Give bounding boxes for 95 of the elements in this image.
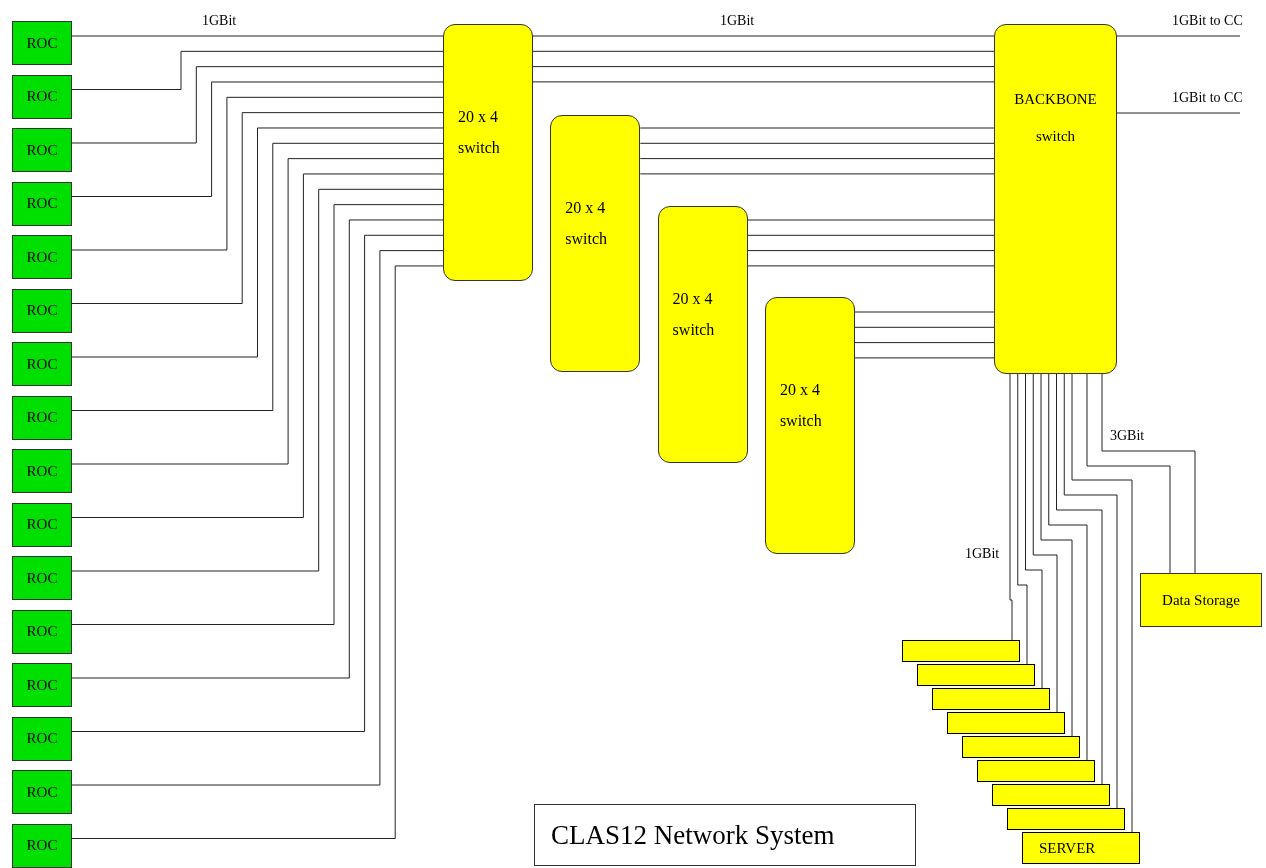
switch-box — [764, 297, 855, 554]
node-label: ROC — [26, 301, 58, 321]
roc-box — [12, 288, 72, 333]
roc-box — [12, 128, 72, 172]
node-label: SERVER — [1039, 838, 1096, 858]
roc-box — [12, 502, 72, 547]
roc-box — [12, 609, 72, 654]
connector-line — [71, 50, 444, 90]
connector-line — [854, 357, 995, 359]
roc-box — [12, 21, 72, 65]
node-label: 20 x 4 switch — [672, 289, 716, 340]
server-box — [932, 688, 1050, 710]
node-label: ROC — [26, 568, 58, 588]
server-box — [917, 664, 1035, 686]
connector-line — [71, 127, 444, 358]
connector-line — [854, 326, 995, 328]
node-label: ROC — [26, 408, 58, 428]
node-label: BACKBONE switch — [1013, 90, 1098, 146]
node-label: ROC — [26, 354, 58, 374]
connector-line — [532, 35, 995, 37]
connector-line — [747, 219, 995, 221]
node-label: ROC — [26, 140, 58, 160]
connector-line — [1071, 373, 1133, 833]
roc-box — [12, 74, 72, 119]
connector-line — [71, 96, 444, 251]
server-box — [962, 736, 1080, 758]
connector-line — [1056, 373, 1103, 785]
roc-box — [12, 663, 72, 707]
connector-line — [71, 158, 444, 465]
roc-box — [12, 449, 72, 493]
connector-line — [71, 142, 444, 411]
server-box — [902, 640, 1020, 662]
connector-line — [1116, 112, 1241, 114]
connector-line — [1040, 373, 1073, 737]
node-label: ROC — [26, 33, 58, 53]
connector-line — [532, 50, 995, 52]
connector-line — [747, 265, 995, 267]
connector-line — [639, 158, 995, 160]
connector-line — [71, 35, 444, 37]
roc-box — [12, 342, 72, 386]
backbone-switch-box — [994, 24, 1117, 374]
connector-line — [1101, 373, 1196, 574]
connector-line — [1025, 373, 1043, 689]
connector-line — [1063, 373, 1118, 809]
connector-line — [71, 188, 444, 572]
node-label: ROC — [26, 194, 58, 214]
roc-box — [12, 395, 72, 440]
connector-line — [1032, 373, 1058, 713]
connector-line — [854, 342, 995, 344]
server-box — [977, 760, 1095, 782]
connector-line — [532, 66, 995, 68]
switch-box — [550, 115, 641, 372]
roc-box — [12, 770, 72, 814]
roc-box — [12, 181, 72, 226]
roc-box — [12, 235, 72, 279]
server-box — [1007, 808, 1125, 830]
node-label: ROC — [26, 836, 58, 856]
connector-line — [1009, 373, 1013, 641]
connector-line — [71, 66, 444, 144]
server-box — [947, 712, 1065, 734]
connector-line — [1048, 373, 1088, 761]
node-label: ROC — [26, 87, 58, 107]
connector-line — [747, 234, 995, 236]
connector-line — [639, 142, 995, 144]
node-label: 20 x 4 switch — [779, 380, 823, 431]
server-box — [992, 784, 1110, 806]
connector-line — [1086, 373, 1171, 574]
node-label: ROC — [26, 515, 58, 535]
connector-line — [854, 311, 995, 313]
diagram-title: CLAS12 Network System — [534, 804, 916, 866]
connector-line — [1116, 35, 1241, 37]
connector-line — [71, 173, 444, 518]
roc-box — [12, 716, 72, 761]
node-label: Data Storage — [1162, 590, 1240, 610]
connector-line — [639, 127, 995, 129]
connector-line — [532, 81, 995, 83]
connector-line — [71, 112, 444, 304]
node-label: 20 x 4 switch — [458, 107, 501, 158]
connector-line — [747, 250, 995, 252]
switch-box — [443, 24, 533, 281]
roc-box — [12, 556, 72, 600]
connector-line — [639, 173, 995, 175]
server-box — [1022, 832, 1140, 864]
node-label: ROC — [26, 622, 58, 642]
node-label: ROC — [26, 461, 58, 481]
node-label: ROC — [26, 247, 58, 267]
node-label: 20 x 4 switch — [565, 198, 609, 249]
roc-box — [12, 823, 72, 868]
node-label: ROC — [26, 675, 58, 695]
connector-line — [1017, 373, 1028, 665]
data-storage-box — [1140, 573, 1262, 627]
node-label: ROC — [26, 782, 58, 802]
switch-box — [657, 206, 748, 463]
connector-line — [71, 81, 444, 197]
node-label: ROC — [26, 729, 58, 749]
